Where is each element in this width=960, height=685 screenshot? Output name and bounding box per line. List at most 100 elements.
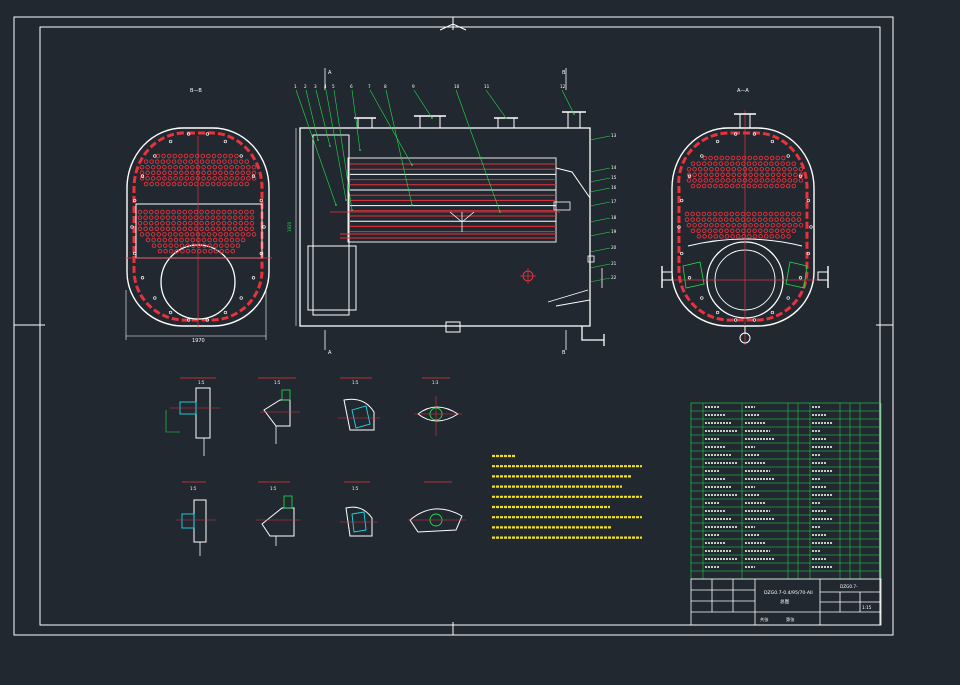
part-number: 17 — [611, 199, 617, 204]
leader-dot — [345, 199, 347, 201]
section-a-bottom: A — [328, 350, 332, 356]
tube-hole — [177, 159, 182, 164]
tube-hole — [720, 172, 725, 178]
tube-hole — [178, 164, 184, 170]
tube-hole — [701, 228, 707, 234]
tube-hole — [143, 181, 149, 187]
tube-hole — [793, 222, 798, 228]
tube-hole — [221, 215, 227, 220]
tube-hole — [770, 166, 776, 172]
tube-hole — [189, 153, 194, 159]
tube-hole — [757, 183, 763, 189]
tube-hole — [725, 166, 731, 172]
tube-hole — [150, 176, 156, 181]
tube-hole — [167, 176, 173, 181]
bolt-hole — [733, 318, 738, 322]
leader-line — [369, 89, 413, 166]
part-number: 5 — [332, 84, 335, 89]
tube-hole — [753, 155, 758, 161]
bolt-hole — [680, 198, 684, 203]
tube-hole — [145, 164, 150, 170]
tube-hole — [724, 234, 730, 239]
tube-hole — [150, 170, 156, 176]
detail-5 — [176, 481, 216, 556]
tube-hole — [173, 170, 178, 176]
leader-dot — [329, 145, 331, 147]
tube-hole — [211, 153, 217, 159]
tube-hole — [244, 209, 249, 215]
part-number: 19 — [611, 229, 617, 234]
tube-hole — [156, 237, 162, 243]
tube-hole — [160, 209, 165, 215]
tube-hole — [696, 183, 701, 189]
section-b-top: B — [562, 70, 566, 76]
bolt-hole — [251, 276, 256, 280]
part-number: 1 — [294, 84, 297, 89]
tube-hole — [707, 234, 713, 239]
tube-hole — [246, 170, 251, 176]
tube-hole — [182, 220, 188, 226]
tube-hole — [232, 215, 238, 220]
tube-hole — [769, 183, 774, 189]
tube-hole — [763, 234, 769, 239]
bolt-hole — [752, 132, 757, 136]
tube-hole — [227, 209, 232, 215]
tube-hole — [171, 181, 177, 187]
tube-hole — [204, 226, 210, 232]
tube-hole — [154, 220, 160, 226]
tube-hole — [240, 237, 246, 243]
tube-hole — [752, 161, 757, 166]
tube-hole — [769, 234, 775, 239]
tube-hole — [764, 155, 769, 161]
bolt-hole — [153, 296, 157, 300]
tube-hole — [781, 172, 787, 178]
tube-hole — [720, 222, 725, 228]
tube-hole — [232, 220, 238, 226]
left-view-title: B—B — [190, 88, 202, 94]
tube-hole — [196, 248, 202, 254]
bolt-hole — [715, 310, 720, 315]
tube-hole — [791, 228, 797, 234]
tube-hole — [143, 226, 148, 232]
tube-hole — [774, 161, 780, 166]
part-number: 13 — [611, 133, 617, 138]
part-number: 10 — [454, 84, 460, 89]
tube-hole — [234, 153, 239, 159]
tube-hole — [768, 211, 774, 217]
tube-hole — [244, 215, 249, 220]
tube-hole — [718, 211, 723, 217]
tube-hole — [741, 228, 746, 234]
tube-hole — [137, 220, 143, 226]
tube-hole — [188, 209, 193, 215]
tube-hole — [199, 226, 204, 232]
tube-hole — [216, 159, 222, 164]
tube-hole — [145, 237, 151, 243]
tube-hole — [223, 232, 229, 237]
tube-hole — [171, 209, 176, 215]
tube-hole — [748, 178, 753, 183]
tube-hole — [212, 176, 218, 181]
tube-hole — [206, 170, 212, 176]
tube-hole — [234, 164, 240, 170]
bolt-hole — [251, 174, 256, 178]
tube-hole — [176, 215, 182, 220]
leader-dot — [499, 211, 501, 213]
tube-hole — [212, 170, 218, 176]
technical-requirements-notes — [492, 454, 642, 539]
tube-hole — [786, 234, 791, 239]
tube-hole — [222, 153, 228, 159]
part-number: 15 — [611, 175, 617, 180]
tube-hole — [735, 217, 740, 222]
tube-hole — [741, 183, 746, 189]
tube-hole — [174, 243, 179, 248]
tube-hole — [697, 166, 703, 172]
tube-hole — [188, 215, 193, 220]
tube-hole — [188, 226, 193, 232]
tube-hole — [714, 166, 720, 172]
end-view-b — [125, 127, 272, 340]
tube-hole — [168, 237, 173, 243]
tube-hole — [227, 226, 232, 232]
tube-hole — [747, 155, 753, 161]
tube-hole — [227, 181, 233, 187]
